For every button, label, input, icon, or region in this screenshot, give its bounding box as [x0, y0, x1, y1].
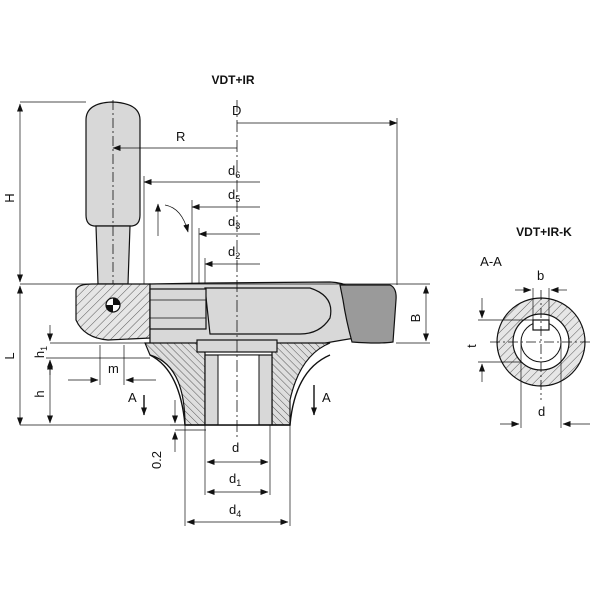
dim-R-label: R — [176, 129, 185, 144]
dim-D: D — [232, 103, 398, 285]
rotation-arrow — [155, 203, 190, 236]
dim-d5: d5 — [191, 187, 260, 284]
dim-h-label: h — [32, 390, 47, 397]
dim-L-label: L — [2, 352, 17, 359]
dim-h1: h1 — [32, 325, 150, 375]
dim-h1-label: h1 — [32, 346, 49, 358]
main-view-title: VDT+IR — [211, 73, 254, 87]
dim-t: t — [464, 298, 533, 382]
section-view-title: VDT+IR-K — [516, 225, 572, 239]
dim-H: H — [2, 101, 430, 285]
dim-d2: d2 — [204, 244, 260, 284]
dim-d5-label: d5 — [228, 187, 240, 204]
section-arrow-right-label: A — [322, 390, 331, 405]
dim-L: L — [2, 285, 290, 426]
dim-m: m — [68, 345, 156, 385]
dim-d-section: d — [500, 342, 590, 428]
dim-d-label: d — [232, 440, 239, 455]
dim-R: R — [112, 129, 237, 151]
dim-m-label: m — [108, 361, 119, 376]
revolving-handle — [85, 100, 141, 300]
dim-0-2: 0.2 — [149, 400, 206, 469]
dim-d6-label: d6 — [228, 163, 240, 180]
dim-d1: d1 — [204, 468, 271, 495]
dim-d3-label: d3 — [228, 214, 240, 231]
dim-D-label: D — [232, 103, 241, 118]
dim-b: b — [515, 268, 567, 320]
dim-d2-label: d2 — [228, 244, 240, 261]
dim-b-label: b — [537, 268, 544, 283]
section-mark-label: A-A — [480, 254, 502, 269]
dim-d4: d4 — [184, 425, 291, 526]
dim-t-label: t — [464, 344, 479, 348]
section-view-AA — [490, 290, 592, 400]
dim-d3: d3 — [198, 214, 260, 284]
dim-d4-label: d4 — [229, 502, 241, 519]
dim-d: d — [204, 425, 271, 468]
dim-d6: d6 — [143, 163, 260, 284]
section-arrow-right: A — [311, 385, 331, 416]
dim-d1-label: d1 — [229, 471, 241, 488]
dim-B: B — [396, 285, 430, 344]
dim-B-label: B — [408, 314, 423, 323]
section-arrow-left-label: A — [128, 390, 137, 405]
dim-H-label: H — [2, 193, 17, 202]
dim-0-2-label: 0.2 — [149, 451, 164, 469]
section-arrow-left: A — [128, 390, 147, 416]
dim-d-section-label: d — [538, 404, 545, 419]
